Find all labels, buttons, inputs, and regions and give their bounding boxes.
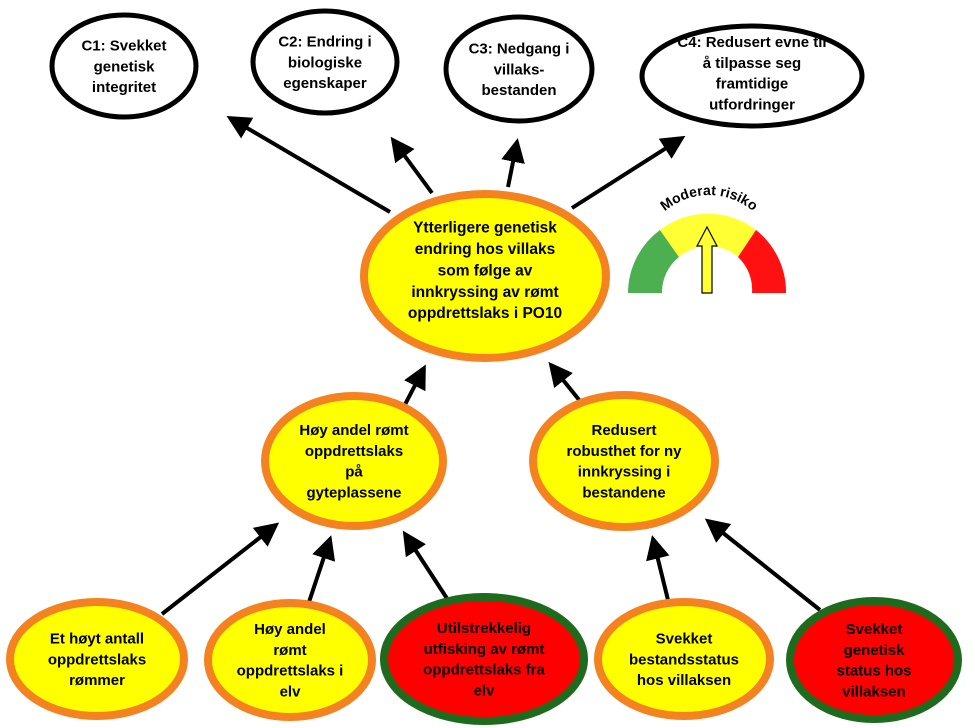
arrows (160, 115, 822, 616)
arrow-central-to-c1 (226, 115, 392, 214)
factor-f4-label-line: hos villaksen (637, 672, 731, 689)
mid1-label-line: på (345, 464, 363, 481)
arrow-central-to-c4 (570, 135, 686, 210)
gauge-label: Moderat risiko (657, 182, 761, 214)
central-label-line: innkryssing av rømt (411, 284, 558, 301)
intermediate-nodes: Høy andel rømt oppdrettslaks på gyteplassen… (261, 391, 719, 531)
arrow-f1-to-mid1 (160, 522, 280, 616)
factor-f2-label-line: Høy andel (254, 621, 326, 638)
central-node: Ytterligere genetisk endring hos villaks s… (360, 190, 610, 362)
consequence-nodes: C1: Svekket genetisk integritet C2: Endrin… (49, 8, 865, 129)
mid1-label-line: Høy andel rømt (299, 422, 408, 439)
central-label-line: endring hos villaks (415, 241, 555, 258)
factor-f3-label-line: elv (474, 682, 496, 699)
factor-f4-label-line: Svekket (656, 631, 713, 648)
factor-f1-label-line: rømmer (69, 672, 125, 689)
mid1-label-line: gyteplassene (306, 484, 401, 501)
intermediate-mid1: Høy andel rømt oppdrettslaks på gyteplassen… (261, 392, 447, 530)
consequence-c1-label: C1: Svekket genetisk integritet (81, 38, 166, 96)
consequence-c3-label-line: C3: Nedgang i (469, 41, 570, 58)
consequence-c3: C3: Nedgang i villaks-bestanden (443, 14, 595, 124)
consequence-c4-label-line: utfordringer (709, 96, 795, 113)
factor-f4-label: Svekket bestandsstatus hos villaksen (629, 631, 739, 689)
factor-f3-label-line: Utilstrekkelig (437, 620, 531, 637)
mid2-label-line: Redusert (591, 422, 656, 439)
factor-f1: Et høyt antall oppdrettslaks rømmer (6, 598, 188, 720)
consequence-c2-label-line: C2: Endring i (278, 34, 371, 51)
consequence-c3-label-line: bestanden (481, 82, 556, 99)
consequence-c2-label-line: biologiske (288, 54, 362, 71)
consequence-c1: C1: Svekket genetisk integritet (49, 12, 199, 120)
consequence-c3-label-line: villaks- (494, 61, 545, 78)
consequence-c4-label-line: C4: Redusert evne til (677, 34, 826, 51)
factor-f5: Svekket genetisk status hos villaksen (786, 597, 962, 723)
consequence-c3-label: C3: Nedgang i villaks-bestanden (469, 41, 570, 99)
arrow-mid2-to-central (548, 361, 586, 408)
consequence-c1-label-line: C1: Svekket (81, 38, 166, 55)
gauge-needle-icon (696, 225, 718, 294)
factor-f2: Høy andel rømt oppdrettslaks i elv (204, 599, 376, 721)
factor-f5-label: Svekket genetisk status hos villaksen (836, 621, 911, 700)
factor-f2-label-line: elv (280, 683, 302, 700)
consequence-c4-label: C4: Redusert evne til å tilpasse seg framt… (677, 34, 826, 113)
intermediate-mid2: Redusert robusthet for ny innkryssing i bes… (529, 391, 719, 531)
central-label-line: oppdrettslaks i PO10 (408, 305, 562, 322)
factor-f3-label-line: utfisking av rømt (424, 641, 545, 658)
factor-f2-label-line: rømt (273, 642, 306, 659)
risk-gauge: Moderat risiko (628, 182, 787, 294)
consequence-c2-label: C2: Endring i biologiske egenskaper (278, 34, 371, 92)
factor-f1-label-line: Et høyt antall (50, 631, 144, 648)
consequence-c1-label-line: genetisk (94, 58, 156, 75)
factor-f3-label: Utilstrekkelig utfisking av rømt oppdretts… (423, 620, 545, 699)
consequence-c2-label-line: egenskaper (283, 75, 367, 92)
arrow-central-to-c2 (390, 136, 434, 195)
arrow-central-to-c3 (501, 138, 525, 188)
factor-f5-label-line: status hos (836, 663, 911, 680)
factor-f1-label-line: oppdrettslaks (48, 651, 146, 668)
factor-f3-label-line: oppdrettslaks fra (423, 662, 545, 679)
factor-f4-label-line: bestandsstatus (629, 651, 739, 668)
consequence-c4-label-line: framtidige (716, 76, 789, 93)
gauge-red-segment (738, 230, 787, 293)
factor-f1-label: Et høyt antall oppdrettslaks rømmer (48, 631, 146, 689)
mid1-label: Høy andel rømt oppdrettslaks på gyteplassen… (299, 422, 408, 501)
consequence-c4-label-line: å tilpasse seg (703, 55, 801, 72)
mid1-label-line: oppdrettslaks (305, 443, 403, 460)
consequence-c2: C2: Endring i biologiske egenskaper (250, 8, 400, 116)
arrow-f4-to-mid2 (646, 535, 670, 601)
mid2-label-line: bestandene (582, 484, 665, 501)
arrow-f2-to-mid1 (306, 535, 336, 606)
central-label: Ytterligere genetisk endring hos villaks s… (408, 220, 562, 323)
mid2-label-line: innkryssing i (578, 464, 671, 481)
factor-f2-label: Høy andel rømt oppdrettslaks i elv (237, 621, 344, 700)
central-label-line: Ytterligere genetisk (413, 220, 557, 237)
factor-f5-label-line: Svekket (846, 621, 903, 638)
central-label-line: som følge av (438, 262, 533, 279)
factor-nodes: Et høyt antall oppdrettslaks rømmer Høy an… (6, 593, 962, 725)
factor-f5-label-line: genetisk (844, 642, 906, 659)
mid2-label-line: robusthet for ny (567, 443, 683, 460)
factor-f5-label-line: villaksen (842, 683, 905, 700)
arrow-f3-to-mid1 (402, 530, 450, 602)
consequence-c1-label-line: integritet (92, 79, 156, 96)
consequence-c4: C4: Redusert evne til å tilpasse seg framt… (639, 23, 865, 129)
factor-f4: Svekket bestandsstatus hos villaksen (594, 598, 774, 720)
factor-f2-label-line: oppdrettslaks i (237, 663, 344, 680)
gauge-green-segment (628, 230, 679, 293)
arrow-f5-to-mid2 (704, 518, 822, 612)
factor-f3: Utilstrekkelig utfisking av rømt oppdretts… (380, 593, 588, 725)
mid2-label: Redusert robusthet for ny innkryssing i bes… (567, 422, 683, 501)
